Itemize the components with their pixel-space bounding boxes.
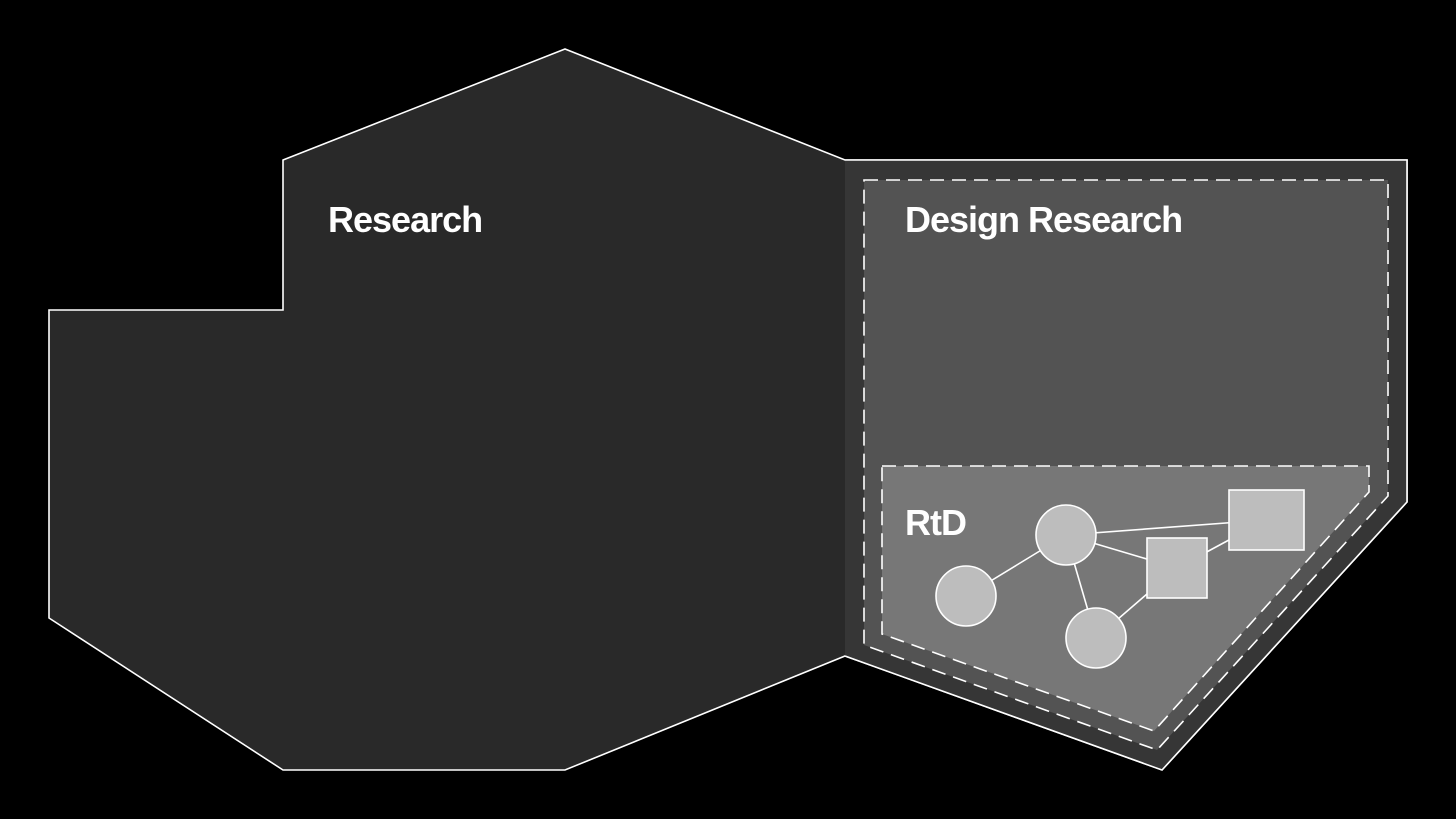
graph-node-square — [1146, 537, 1208, 599]
research-label: Research — [328, 199, 482, 240]
graph-node-circle — [935, 565, 997, 627]
design-research-frame-border — [844, 159, 1408, 771]
graph-node-circle — [1065, 607, 1127, 669]
design-research-label: Design Research — [905, 199, 1182, 240]
graph-node-circle — [1035, 504, 1097, 566]
rtd-label: RtD — [905, 502, 966, 543]
graph-node-square — [1228, 489, 1305, 551]
rtd-network-graph — [935, 489, 1305, 669]
